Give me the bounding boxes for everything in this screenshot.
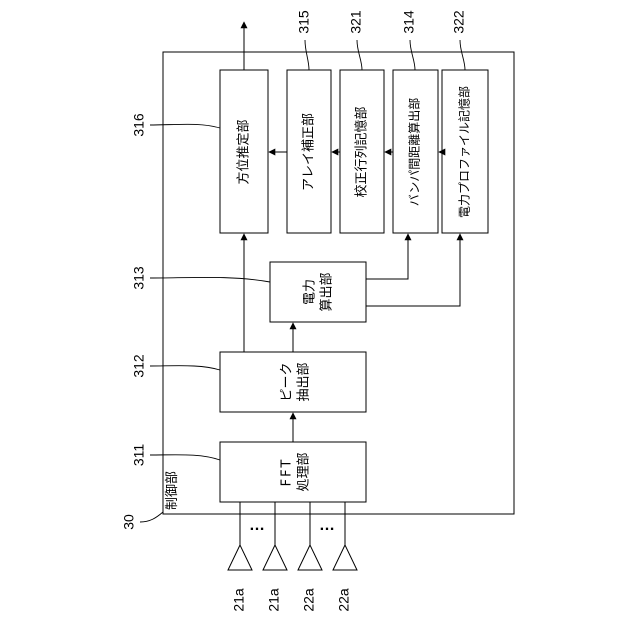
leader-316 bbox=[150, 124, 220, 128]
fft-label-line2: 処理部 bbox=[297, 452, 312, 491]
power-label-line2: 算出部 bbox=[320, 272, 335, 311]
leader-322 bbox=[460, 40, 465, 70]
control-unit-label: 制御部 bbox=[165, 471, 180, 510]
antenna-ref-3: 22a bbox=[301, 588, 317, 612]
antenna-ref-1: 21a bbox=[231, 588, 247, 612]
ref-314: 314 bbox=[401, 10, 417, 34]
ref-312: 312 bbox=[131, 354, 147, 378]
peak-label-line1: ピーク bbox=[280, 362, 295, 401]
ref-30: 30 bbox=[121, 514, 137, 530]
antenna-ellipsis-left: … bbox=[249, 517, 265, 534]
power-profile-label: 電力プロファイル記憶部 bbox=[457, 86, 472, 218]
array-correction-label: アレイ補正部 bbox=[302, 113, 317, 191]
antenna-icon-1 bbox=[228, 545, 252, 570]
power-calculation-block bbox=[270, 262, 366, 322]
ref-315: 315 bbox=[296, 10, 312, 34]
antenna-ref-2: 21a bbox=[266, 588, 282, 612]
antenna-ellipsis-right: … bbox=[319, 517, 335, 534]
direction-label: 方位推定部 bbox=[236, 119, 252, 184]
arrow-power-to-profile bbox=[366, 234, 460, 306]
antenna-ref-4: 22a bbox=[336, 588, 352, 612]
antenna-icon-4 bbox=[333, 545, 357, 570]
fft-label-line1: FFT bbox=[280, 458, 295, 487]
antenna-icon-2 bbox=[263, 545, 287, 570]
ref-321: 321 bbox=[348, 10, 364, 34]
leader-311 bbox=[150, 455, 220, 460]
ref-316: 316 bbox=[131, 113, 147, 137]
arrow-power-to-bumper bbox=[366, 234, 408, 279]
calibration-matrix-label: 校正行列記憶部 bbox=[354, 106, 370, 197]
leader-321 bbox=[357, 40, 362, 70]
ref-313: 313 bbox=[131, 266, 147, 290]
leader-314 bbox=[410, 40, 415, 70]
leader-315 bbox=[305, 40, 309, 70]
leader-30 bbox=[140, 512, 163, 522]
bumper-distance-label: バンパ間距離算出部 bbox=[407, 98, 422, 207]
power-label-line1: 電力 bbox=[303, 279, 318, 305]
peak-label-line2: 抽出部 bbox=[297, 362, 312, 401]
ref-322: 322 bbox=[451, 10, 467, 34]
leader-312 bbox=[150, 366, 220, 370]
antenna-icon-3 bbox=[298, 545, 322, 570]
ref-311: 311 bbox=[131, 444, 147, 467]
leader-313 bbox=[150, 277, 270, 282]
